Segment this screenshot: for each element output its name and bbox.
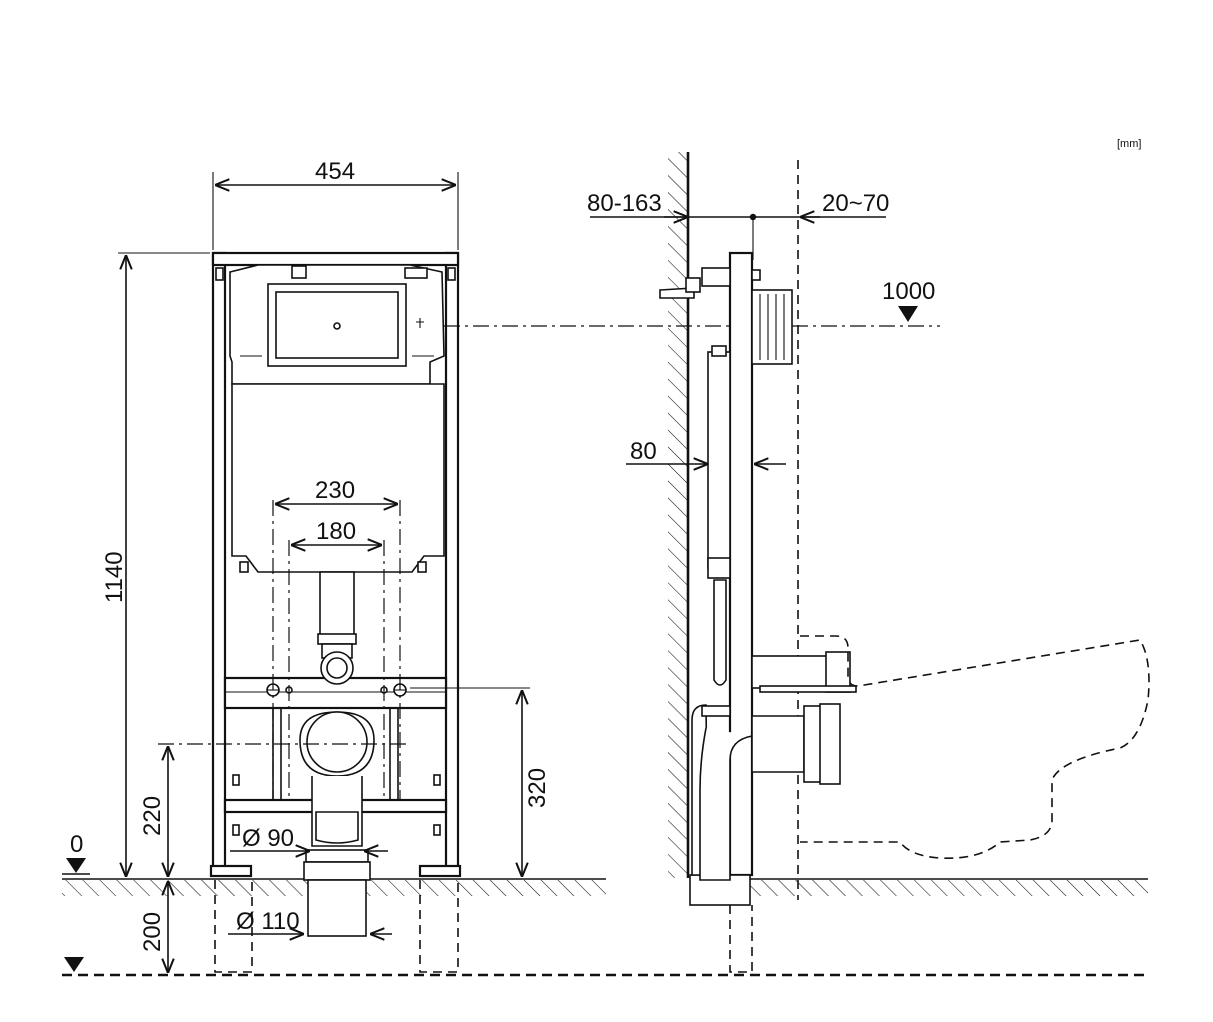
floor-outlet-pipe — [303, 849, 371, 937]
dim-frame-height — [118, 252, 210, 877]
flush-pipe — [317, 571, 357, 685]
level-marker-floor — [62, 858, 90, 875]
unit-label: [mm] — [1117, 138, 1141, 150]
label-wall-offset: 80-163 — [587, 190, 662, 217]
label-bolt-spacing-inner: 180 — [316, 518, 356, 545]
label-frame-depth: 80 — [630, 438, 657, 465]
level-marker-subfloor — [64, 957, 84, 972]
label-waste-height: 220 — [139, 796, 166, 836]
cistern-side — [707, 345, 731, 686]
underfloor-frame-outline — [214, 880, 459, 973]
label-pipe-90: Ø 90 — [242, 825, 294, 852]
dim-frame-width — [212, 172, 459, 250]
flush-plate-side — [751, 289, 793, 365]
label-finish-thickness: 20~70 — [822, 190, 889, 217]
flush-connector-side — [751, 651, 857, 693]
label-pipe-110: Ø 110 — [236, 908, 300, 935]
dim-wall-offset — [590, 214, 757, 260]
wc-pan-outline — [800, 635, 1150, 859]
cistern — [229, 264, 445, 573]
label-button-height: 1000 — [882, 278, 935, 305]
label-frame-height: 1140 — [101, 551, 128, 603]
label-frame-width: 454 — [315, 158, 355, 185]
frame-front-view — [209, 251, 462, 878]
label-mount-height: 320 — [524, 768, 551, 808]
waste-connector-side — [699, 703, 841, 881]
label-floor-depth: 200 — [139, 912, 166, 952]
level-marker-button — [898, 306, 918, 322]
floor-line-right — [690, 878, 1148, 896]
level-label-floor: 0 — [70, 831, 83, 858]
label-bolt-spacing-outer: 230 — [315, 477, 355, 504]
underfloor-side-outline — [729, 905, 753, 973]
waste-pipe-connector — [299, 711, 375, 847]
wall-section — [668, 152, 690, 878]
